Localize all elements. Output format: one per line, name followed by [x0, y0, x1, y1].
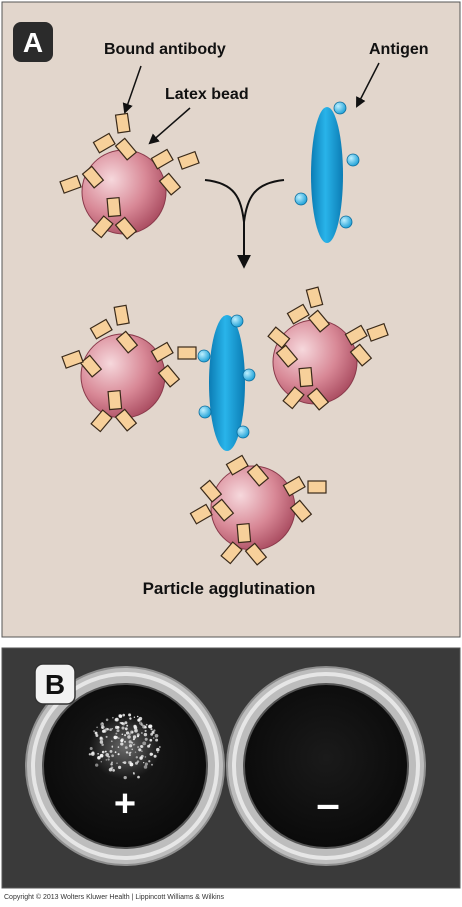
antigen-epitopes: [197, 314, 256, 439]
panel-a-badge-letter: A: [23, 27, 43, 58]
panel-b-badge: B: [34, 663, 76, 705]
antigen-arrow: [356, 62, 380, 108]
negative-result-symbol: –: [316, 780, 339, 827]
positive-result-symbol: +: [114, 783, 136, 825]
agglutination-speckles: [89, 715, 161, 779]
latex-bead: [59, 112, 200, 240]
bound-antibody-group: [189, 454, 327, 566]
latex-bead: [267, 286, 389, 411]
latex-bead: [61, 304, 197, 433]
agglutination-label: Particle agglutination: [143, 579, 316, 598]
reaction-arrow: [204, 179, 285, 269]
antigen-particle: [197, 314, 256, 451]
bound-antibody-group: [61, 304, 197, 433]
latex-bead-label: Latex bead: [165, 86, 249, 103]
antigen-label: Antigen: [369, 41, 429, 58]
bound-antibody-group: [267, 286, 389, 411]
antigen-epitopes: [294, 101, 360, 229]
panel-a: A Bound antibody Latex bead Antigen Part…: [1, 1, 461, 638]
panel-b: + – B: [1, 647, 461, 889]
bound-antibody-group: [59, 112, 200, 240]
bound-antibody-arrow: [122, 65, 142, 114]
panel-b-badge-letter: B: [45, 669, 65, 700]
positive-well: [25, 666, 225, 866]
negative-well: [226, 666, 426, 866]
bound-antibody-label: Bound antibody: [104, 41, 226, 58]
panel-a-badge: A: [13, 22, 53, 62]
latex-bead-arrow: [148, 107, 191, 145]
latex-bead: [189, 454, 327, 566]
copyright-notice: Copyright © 2013 Wolters Kluwer Health |…: [4, 894, 225, 901]
agglutinated-particles: [88, 713, 161, 780]
antigen-particle: [294, 101, 360, 243]
